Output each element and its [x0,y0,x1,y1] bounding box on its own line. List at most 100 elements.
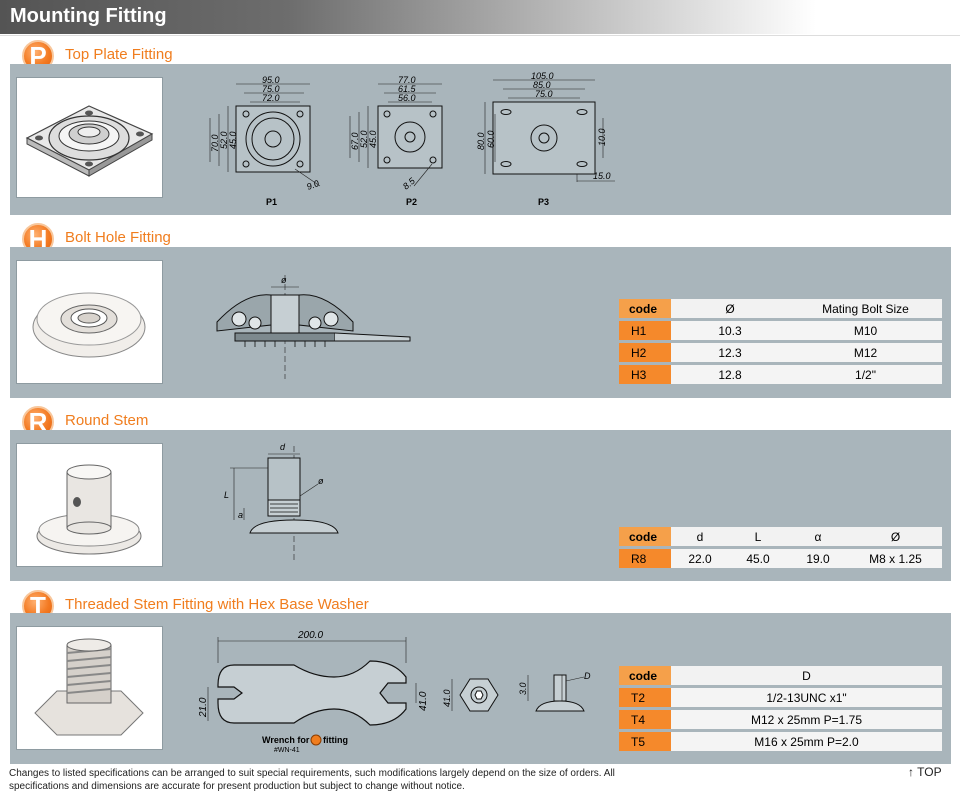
table-cell: 1/2" [789,365,942,384]
table-row: T2 1/2-13UNC x1" [619,688,942,707]
drawing-p1: 95.0 75.0 72.0 70.0 52.0 45.0 9.0 P1 [200,74,340,209]
dim-label: 75.0 [262,84,280,94]
wrench-part-number: #WN-41 [274,747,300,754]
section-panel-top-plate: 95.0 75.0 72.0 70.0 52.0 45.0 9.0 P1 [10,64,951,215]
page-title: Mounting Fitting [10,5,167,27]
dim-label: 75.0 [535,89,553,99]
dim-label: 95.0 [262,75,280,85]
table-cell: 12.8 [671,365,789,384]
section-title: Bolt Hole Fitting [65,229,171,246]
drawing-hex-washer: 41.0 [438,665,508,725]
table-header-row: code Ø Mating Bolt Size [619,299,942,318]
column-header: d [671,527,729,546]
dim-label: 15.0 [593,171,611,181]
section-title: Top Plate Fitting [65,46,173,63]
dim-label: 41.0 [442,689,452,707]
drawing-p3: 105.0 85.0 75.0 80.0 60.0 10.0 15.0 P3 [465,70,625,209]
product-photo-round-stem [16,443,163,567]
drawing-label-p3: P3 [538,197,549,207]
dim-label: d [280,442,286,452]
dim-label: 56.0 [398,93,416,103]
table-cell: M12 [789,343,942,362]
table-row: H3 12.8 1/2" [619,365,942,384]
dim-label: 105.0 [531,71,554,81]
column-header: D [671,666,942,685]
dim-label: 45.0 [368,130,378,148]
section-panel-round-stem: d ø L a code d L α Ø R8 22.0 [10,430,951,581]
section-title: Round Stem [65,412,149,429]
dim-label: 8.5 [401,175,418,191]
dim-label: 85.0 [533,80,551,90]
column-header: Ø [849,527,942,546]
back-to-top-link[interactable]: ↑ TOP [908,765,942,779]
code-cell: T4 [619,710,671,729]
table-cell: M10 [789,321,942,340]
table-cell: M8 x 1.25 [849,549,942,568]
table-row: H2 12.3 M12 [619,343,942,362]
product-photo-threaded-stem [16,626,163,750]
dim-label: 52.0 [359,130,369,148]
footer-note: Changes to listed specifications can be … [9,768,615,792]
brand-logo-icon [310,734,322,746]
column-header: code [619,299,671,318]
dim-label: 77.0 [398,75,416,85]
table-row: T5 M16 x 25mm P=2.0 [619,732,942,751]
table-cell: 1/2-13UNC x1" [671,688,942,707]
dim-label: 60.0 [486,130,496,148]
page-header: Mounting Fitting [0,0,960,34]
column-header: Ø [671,299,789,318]
dim-label: 9.0 [305,178,320,192]
section-panel-threaded-stem: 200.0 21.0 41.0 Wrench for fitting #WN-4… [10,613,951,764]
table-row: H1 10.3 M10 [619,321,942,340]
code-cell: T2 [619,688,671,707]
section-panel-bolt-hole: ø code Ø Mating Bolt Size H1 10 [10,247,951,398]
table-header-row: code D [619,666,942,685]
dim-label: 41.0 [418,691,429,711]
dim-label: 200.0 [297,630,323,641]
product-photo-bolt-hole [16,260,163,384]
drawing-bolt-hole: ø [205,267,415,382]
table-row: R8 22.0 45.0 19.0 M8 x 1.25 [619,549,942,568]
dim-label: 67.0 [350,132,360,150]
table-cell: 12.3 [671,343,789,362]
drawing-round-stem: d ø L a [210,438,370,568]
wrench-caption: Wrench for [262,735,310,745]
drawing-label-p1: P1 [266,197,277,207]
dim-label: 61.5 [398,84,417,94]
table-cell: 19.0 [787,549,849,568]
dim-label: 3.0 [518,682,528,695]
table-cell: 10.3 [671,321,789,340]
table-cell: 45.0 [729,549,787,568]
spec-table-bolt-hole: code Ø Mating Bolt Size H1 10.3 M10 H2 1… [619,296,942,387]
table-row: T4 M12 x 25mm P=1.75 [619,710,942,729]
dim-label: L [224,490,229,500]
table-cell: 22.0 [671,549,729,568]
column-header: code [619,527,671,546]
code-cell: H3 [619,365,671,384]
dim-label: 45.0 [228,131,238,149]
column-header: α [787,527,849,546]
drawing-threaded-stem: 3.0 D [510,665,600,725]
section-title: Threaded Stem Fitting with Hex Base Wash… [65,596,369,613]
spec-table-threaded-stem: code D T2 1/2-13UNC x1" T4 M12 x 25mm P=… [619,663,942,754]
dim-label: 52.0 [219,131,229,149]
dim-label: 10.0 [597,128,607,146]
code-cell: R8 [619,549,671,568]
dim-label: D [584,671,591,681]
code-cell: T5 [619,732,671,751]
column-header: code [619,666,671,685]
drawing-p2: 77.0 61.5 56.0 67.0 52.0 45.0 8.5 P2 [340,74,480,209]
dim-label: 70.0 [210,134,220,152]
column-header: L [729,527,787,546]
dim-label: 21.0 [198,697,209,718]
wrench-caption: fitting [323,735,348,745]
dim-label: 80.0 [476,132,486,150]
table-cell: M16 x 25mm P=2.0 [671,732,942,751]
dim-label: a [238,510,243,520]
product-photo-top-plate [16,77,163,198]
drawing-wrench: 200.0 21.0 41.0 Wrench for fitting #WN-4… [194,625,439,755]
dim-label: ø [281,275,287,285]
header-divider [0,35,960,36]
dim-label: 72.0 [262,93,280,103]
table-header-row: code d L α Ø [619,527,942,546]
